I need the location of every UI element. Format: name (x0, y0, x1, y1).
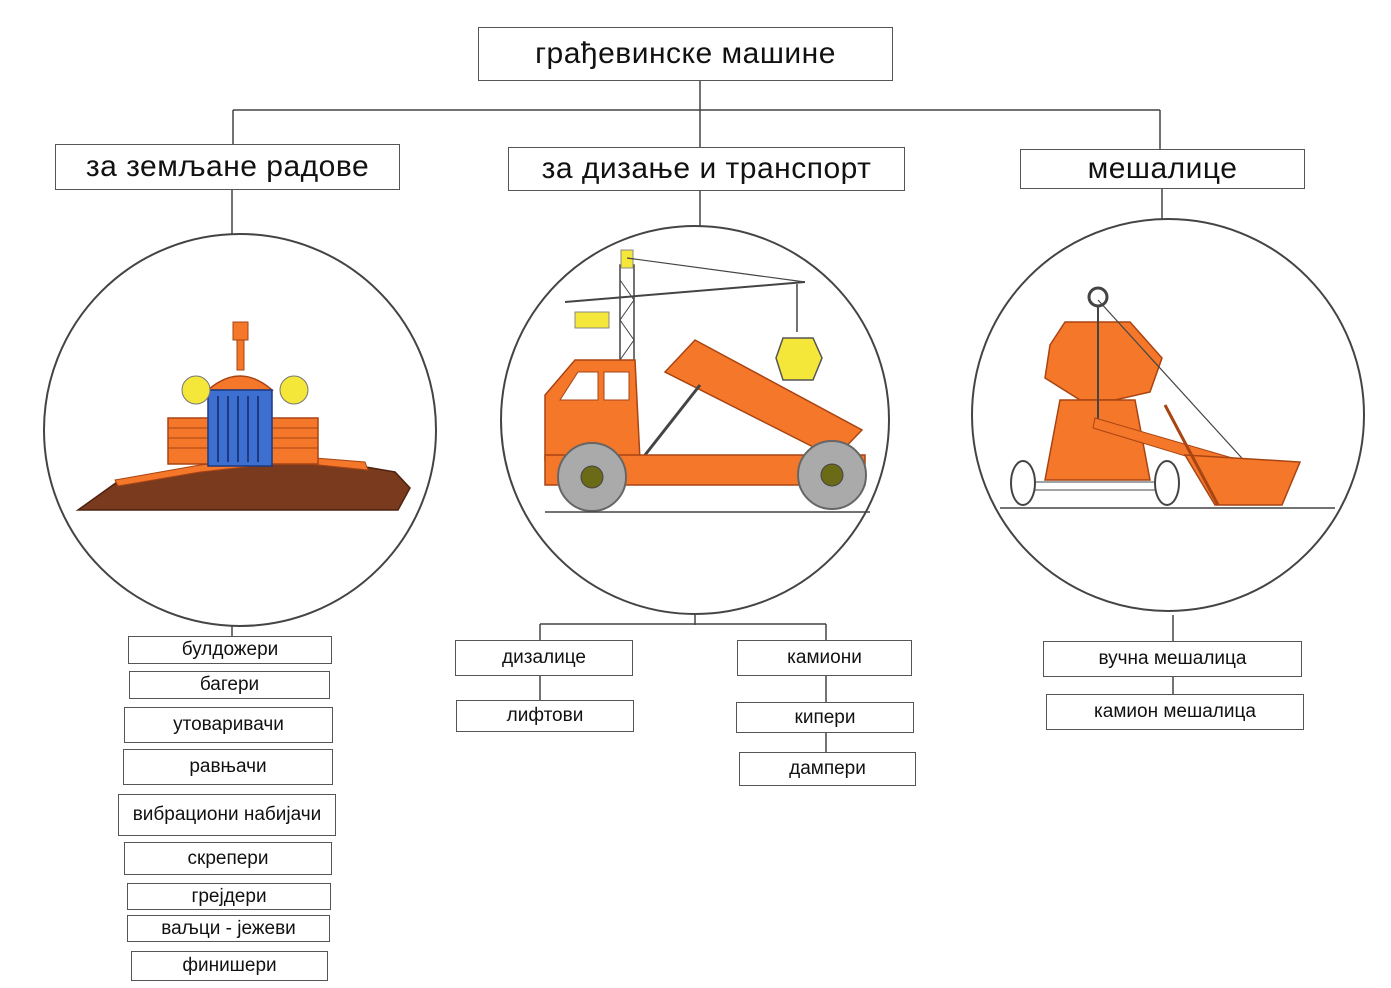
mixer-circle (971, 218, 1365, 612)
item-bulldozers: булдожери (128, 636, 332, 664)
item-lifts: лифтови (456, 700, 634, 732)
item-scrapers: скрепери (124, 842, 332, 875)
exhaust-pipe (236, 339, 245, 371)
item-excavators: багери (129, 671, 330, 699)
mixer-wheel-left (1010, 460, 1036, 506)
item-graders: грејдери (127, 883, 331, 910)
item-trucks: камиони (737, 640, 912, 676)
item-rollers: ваљци - јежеви (127, 915, 330, 942)
category-lifting-transport: за дизање и транспорт (508, 147, 905, 191)
item-vibratory-compactors: вибрациони набијачи (118, 794, 336, 836)
item-levelers: равњачи (123, 749, 333, 785)
item-towed-mixer: вучна мешалица (1043, 641, 1302, 677)
mixer-base (1044, 399, 1151, 481)
mixer-wheel-right (1154, 460, 1180, 506)
category-earthworks: за земљане радове (55, 144, 400, 190)
item-tippers: кипери (736, 702, 914, 733)
tipper-body (663, 339, 864, 459)
mixer-illustration (971, 218, 1365, 612)
connector-lines (231, 80, 1174, 752)
left-headlight (181, 375, 211, 405)
earthworks-illustration (43, 233, 437, 627)
diagram-title: грађевинске машине (478, 27, 893, 81)
lifting-transport-illustration (500, 225, 890, 615)
mixer-trough (1183, 454, 1302, 506)
crane-jib (564, 281, 806, 303)
category-mixers: мешалице (1020, 149, 1305, 189)
item-dumpers: дампери (739, 752, 916, 786)
item-loaders: утоваривачи (124, 707, 333, 743)
crane-bucket (775, 337, 823, 381)
item-cranes: дизалице (455, 640, 633, 676)
item-finishers: финишери (131, 951, 328, 981)
counterweight (574, 311, 610, 329)
right-headlight (279, 375, 309, 405)
item-truck-mixer: камион мешалица (1046, 694, 1304, 730)
exhaust-cap (232, 321, 249, 341)
